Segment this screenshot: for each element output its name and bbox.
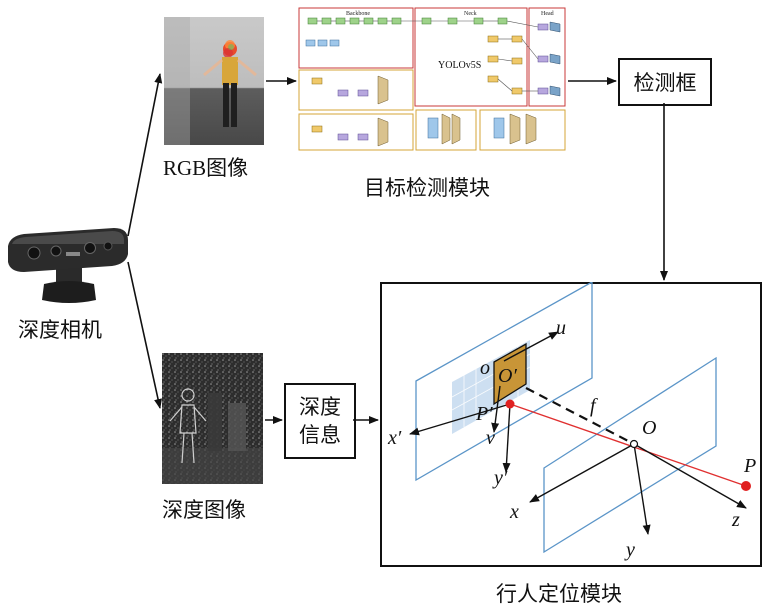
depth-info-node: 深度 信息 [284, 383, 356, 459]
detection-box-node: 检测框 [618, 58, 712, 106]
label-v: v [486, 427, 495, 449]
depth-info-label: 深度 信息 [299, 395, 341, 447]
camera-plane [543, 356, 717, 554]
localization-module-frame [380, 282, 762, 567]
detection-box-label: 检测框 [633, 71, 697, 95]
image-plane [415, 282, 593, 482]
axis-u [503, 331, 559, 362]
arrow-camera-to-depth [127, 261, 162, 409]
yolo-backbone-label: Backbone [346, 11, 370, 17]
depth-camera-label: 深度相机 [18, 318, 102, 342]
arrow-camera-to-rgb [127, 73, 163, 237]
axis-y-prime [502, 403, 511, 473]
label-O-prime: O′ [498, 365, 517, 387]
point-P [741, 481, 751, 491]
depth-texture [162, 353, 263, 484]
label-P: P [743, 455, 756, 477]
rgb-image [164, 17, 264, 145]
yolo-architecture-figure: Backbone Neck Head YOLOv5S [298, 7, 566, 151]
axis-x [529, 443, 635, 503]
axis-y [633, 443, 651, 535]
label-z: z [731, 509, 740, 531]
optical-axis [525, 387, 635, 445]
roi-box [493, 342, 527, 406]
axis-z [633, 443, 747, 509]
yolo-model-name: YOLOv5S [438, 60, 481, 71]
pinhole-geometry: o O′ u P′ v f O P x′ y′ x y z [387, 282, 756, 561]
axis-v [491, 385, 501, 433]
axis-x-prime [409, 403, 511, 436]
projection-ray [509, 403, 747, 487]
point-P-prime [505, 399, 515, 409]
label-O: O [642, 417, 656, 439]
label-P-prime: P′ [475, 403, 493, 425]
depth-camera-illustration [8, 228, 128, 303]
label-x-prime: x′ [387, 427, 402, 449]
rgb-image-label: RGB图像 [163, 156, 249, 180]
point-O [629, 439, 639, 449]
label-u: u [556, 317, 566, 339]
label-o: o [480, 357, 490, 379]
label-y-prime: y′ [492, 467, 508, 489]
depth-image [162, 353, 263, 484]
yolo-neck-label: Neck [464, 11, 477, 17]
yolo-head-label: Head [541, 11, 554, 17]
label-f: f [590, 395, 598, 417]
label-y: y [624, 539, 635, 561]
depth-image-label: 深度图像 [162, 498, 246, 522]
detection-module-label: 目标检测模块 [364, 176, 490, 200]
localization-module-label: 行人定位模块 [496, 582, 622, 606]
person-figure [164, 17, 257, 145]
label-x: x [509, 501, 519, 523]
yolo-network-diagram: Backbone Neck Head YOLOv5S [298, 6, 566, 153]
